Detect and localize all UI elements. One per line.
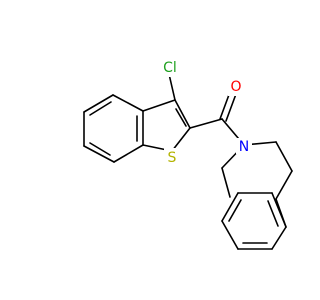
bond-c3-cl	[168, 73, 176, 101]
carboxamide-group	[189, 91, 245, 146]
bond	[271, 226, 287, 250]
bond-c2-carbonyl	[189, 118, 223, 129]
bond	[221, 220, 239, 250]
double-bond-inner	[175, 108, 187, 127]
bond	[275, 170, 293, 200]
bond	[83, 145, 115, 163]
carbonyl-bond	[219, 91, 231, 120]
thiophene-ring	[142, 99, 191, 152]
bond	[221, 167, 231, 198]
bond	[271, 192, 287, 228]
atom-label-o: O	[228, 78, 244, 96]
oxygen-label: O	[230, 79, 241, 95]
atom-label-n: N	[236, 138, 252, 155]
bond	[112, 94, 144, 112]
bond	[174, 99, 191, 129]
double-bond-inner	[89, 142, 111, 156]
molecule-structure: Cl S O N	[83, 59, 293, 250]
double-bond-inner	[228, 199, 242, 222]
atom-label-cl: Cl	[160, 59, 180, 77]
double-bond-inner	[267, 200, 279, 227]
atom-label-s: S	[164, 148, 180, 166]
phenyl-ring	[221, 170, 293, 250]
bond	[221, 192, 239, 222]
bond	[171, 127, 191, 152]
bond	[275, 141, 293, 172]
sulfur-label: S	[168, 150, 177, 166]
bond	[142, 99, 176, 112]
double-bond-inner	[89, 101, 112, 116]
nitrogen-label: N	[239, 139, 249, 155]
chlorine-label: Cl	[163, 60, 177, 76]
benzo-ring	[83, 94, 144, 163]
bond	[113, 144, 144, 163]
bond	[83, 94, 114, 113]
carbonyl-bond	[225, 93, 237, 122]
